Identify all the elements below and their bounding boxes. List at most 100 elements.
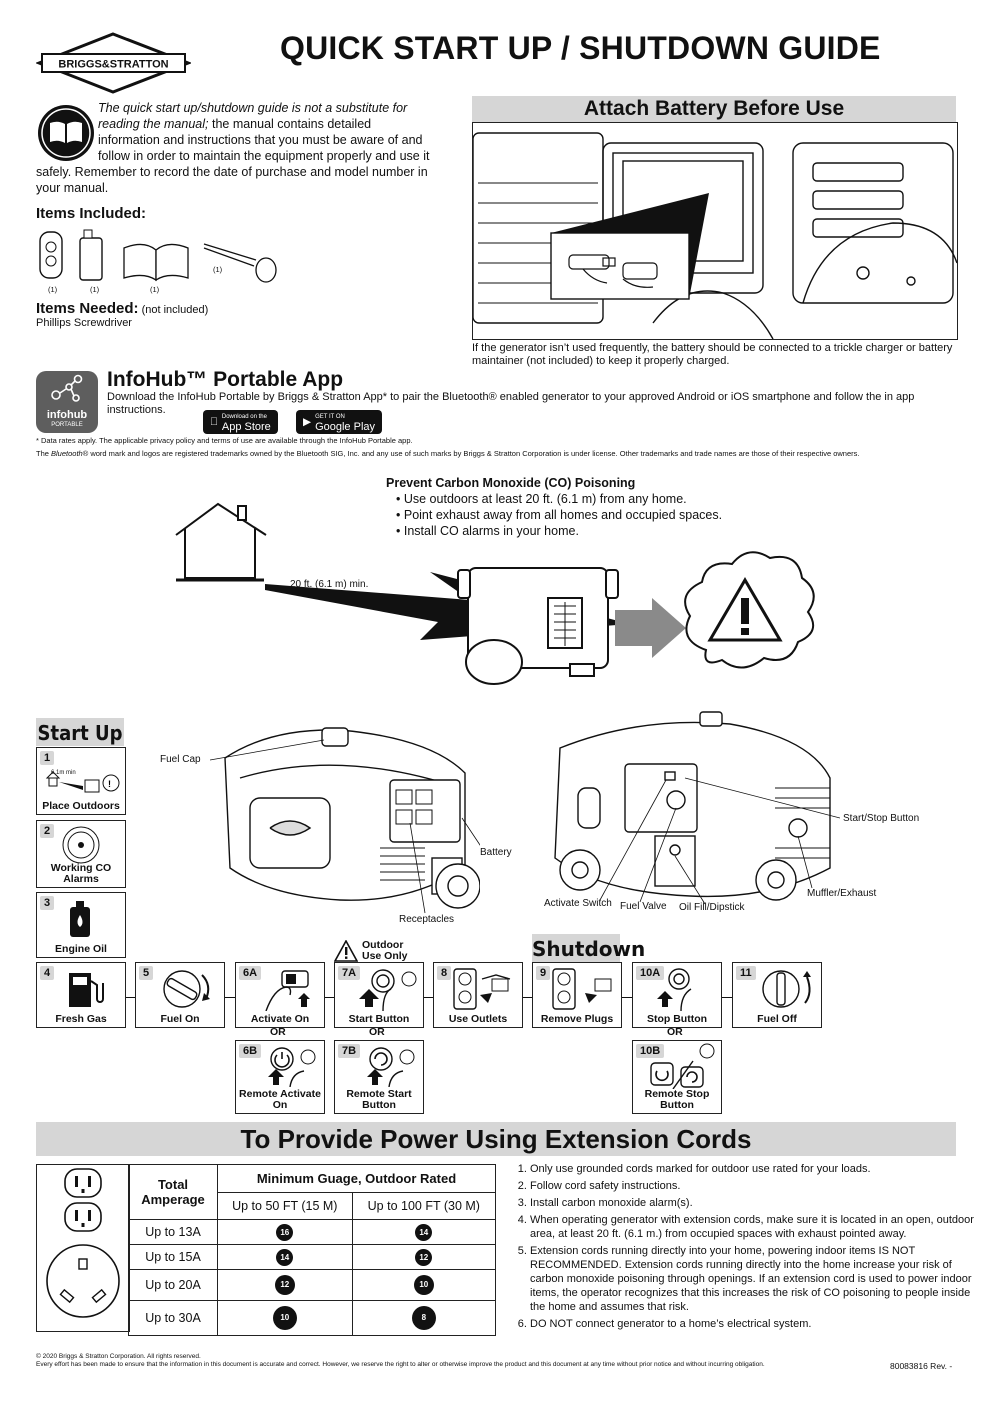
briggs-stratton-logo: BRIGGS&STRATTON [36, 32, 191, 94]
callout-activate: Activate Switch [544, 898, 612, 909]
step-label: Working CO Alarms [50, 862, 112, 885]
step-number: 11 [736, 966, 756, 980]
generator-left-illustration [210, 727, 480, 914]
start-button-icon [359, 969, 417, 1011]
gas-pump-icon [69, 973, 104, 1007]
house-icon [175, 502, 267, 582]
generator-right-illustration [554, 711, 840, 905]
remove-plugs-icon [552, 968, 612, 1010]
remote-start-icon [367, 1047, 415, 1087]
manual-book-illustration [123, 243, 189, 282]
shutdown-heading: Shutdown [532, 934, 645, 962]
col-total-header: Total Amperage [128, 1164, 218, 1220]
step-6b: 6B Remote Activate On [235, 1040, 325, 1114]
gray-arrow [615, 598, 686, 658]
outdoor-only-label: Outdoor Use Only [362, 939, 408, 962]
extension-rules-list: Only use grounded cords marked for outdo… [514, 1162, 975, 1334]
footer-copyright: © 2020 Briggs & Stratton Corporation. Al… [36, 1353, 201, 1360]
google-play-button[interactable]: ▶ GET IT ON Google Play [296, 410, 383, 434]
step-2: 2 Working CO Alarms [36, 820, 126, 888]
outlet-types-panel [36, 1164, 130, 1332]
rule-item: Extension cords running directly into yo… [530, 1244, 975, 1314]
step-label: Fuel On [160, 1013, 200, 1025]
infohub-text: Download the InfoHub Portable by Briggs … [107, 391, 957, 417]
extension-heading: To Provide Power Using Extension Cords [36, 1122, 956, 1156]
network-nodes-icon [51, 374, 83, 402]
step-number: 3 [40, 896, 55, 910]
infohub-footnote-2: The Bluetooth® word mark and logos are r… [36, 449, 941, 458]
amp-cell: Up to 13A [128, 1219, 218, 1245]
app-store-button[interactable]:  Download on the App Store [203, 410, 278, 434]
gauge-100-cell: 14 [351, 1219, 497, 1245]
step-7b: 7B Remote Start Button [334, 1040, 424, 1114]
extension-gauge-table: Total Amperage Minimum Guage, Outdoor Ra… [128, 1164, 497, 1336]
items-needed-note: (not included) [138, 304, 209, 316]
gauge-50-cell: 10 [217, 1300, 353, 1336]
step-label: Fresh Gas [55, 1013, 107, 1025]
manual-book-icon [38, 105, 94, 161]
co-distance-label: 20 ft. (6.1 m) min. [290, 579, 369, 590]
step-10a: 10A Stop Button [632, 962, 722, 1028]
step-label: Engine Oil [55, 943, 107, 955]
infohub-text-body: Download the InfoHub Portable by Briggs … [107, 391, 915, 416]
or-label: OR [270, 1026, 286, 1038]
co-distance-illustration [175, 502, 815, 685]
qty-funnel: (1) [213, 265, 223, 274]
co-bullet: • Point exhaust away from all homes and … [396, 508, 723, 522]
step-label: Remove Plugs [540, 1013, 614, 1025]
step-label: Fuel Off [757, 1013, 797, 1025]
footnote2-pre: The [36, 449, 52, 458]
fuel-off-knob-icon [762, 970, 811, 1008]
app-store-label: App Store [214, 421, 271, 433]
google-play-icon: ▶ [303, 416, 312, 428]
step-label: Start Button [348, 1013, 410, 1025]
battery-illustration [472, 122, 958, 340]
gauge-50-cell: 12 [217, 1269, 353, 1301]
remote-activate-icon [268, 1047, 316, 1087]
generator-icon [457, 567, 619, 685]
step-7a: 7A Start Button [334, 962, 424, 1028]
step-label: Remote Activate On [239, 1088, 321, 1111]
footnote2-post: ® word mark and logos are registered tra… [82, 449, 860, 458]
qty-manual: (1) [150, 285, 160, 294]
funnel-spout-icon [203, 243, 277, 283]
outlet-types-icons [46, 1168, 120, 1318]
table-row: Up to 13A 16 14 [128, 1219, 497, 1245]
step-1: 1 6.1m min ! Place Outdoors [36, 747, 126, 815]
step-10b: 10B Remote Stop Button [632, 1040, 722, 1114]
gauge-50-cell: 14 [217, 1244, 353, 1270]
step-number: 8 [437, 966, 452, 980]
items-needed-item: Phillips Screwdriver [36, 317, 132, 329]
fuel-valve-knob-icon [163, 970, 210, 1008]
rule-item: DO NOT connect generator to a home’s ele… [530, 1317, 975, 1331]
google-play-label: Google Play [315, 421, 376, 433]
activate-switch-icon [265, 970, 310, 1011]
gauge-50-cell: 16 [217, 1219, 353, 1245]
step-number: 5 [139, 966, 154, 980]
step-8: 8 Use Outlets [433, 962, 523, 1028]
gauge-100-cell: 12 [351, 1244, 497, 1270]
infohub-logo-sub: PORTABLE [51, 422, 83, 428]
infohub-footnote-1: * Data rates apply. The applicable priva… [36, 436, 413, 445]
step-11: 11 Fuel Off [732, 962, 822, 1028]
infohub-logo-text: infohub [46, 409, 88, 421]
step-3: 3 Engine Oil [36, 892, 126, 958]
table-row: Up to 15A 14 12 [128, 1244, 497, 1270]
oil-bottle-icon [79, 229, 103, 281]
step-6a: 6A Activate On [235, 962, 325, 1028]
co-bullets: • Use outdoors at least 20 ft. (6.1 m) f… [396, 491, 722, 539]
co-bullet: • Use outdoors at least 20 ft. (6.1 m) f… [396, 492, 687, 506]
battery-caption: If the generator isn’t used frequently, … [472, 342, 953, 367]
step-number: 9 [536, 966, 551, 980]
infohub-heading: InfoHub™ Portable App [107, 368, 344, 391]
startup-heading: Start Up [36, 718, 124, 746]
items-needed-heading: Items Needed: [36, 300, 139, 317]
step-number: 4 [40, 966, 55, 980]
callout-start-stop: Start/Stop Button [843, 813, 920, 824]
rule-item: Follow cord safety instructions. [530, 1179, 975, 1193]
remote-stop-icon [650, 1043, 715, 1089]
step-number: 10A [636, 966, 665, 980]
google-play-small: GET IT ON [315, 414, 345, 420]
qty-oil: (1) [90, 285, 100, 294]
col-min-header: Minimum Guage, Outdoor Rated [217, 1164, 496, 1193]
